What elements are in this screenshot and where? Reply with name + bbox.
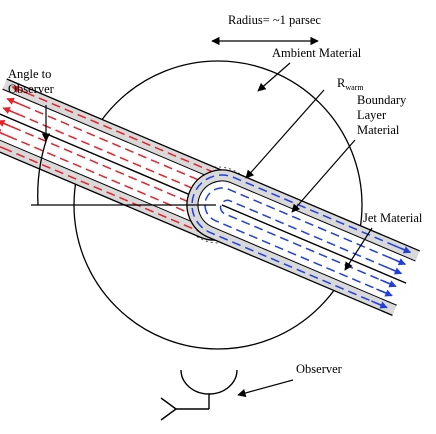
- observer-label: Observer: [296, 362, 343, 376]
- approaching-flow-arrow: [385, 266, 403, 275]
- boundary-label-line2: Layer: [357, 108, 387, 122]
- receding-flow-arrow: [6, 97, 24, 107]
- approaching-flow-arrow: [380, 279, 397, 288]
- receding-flow-arrow: [0, 141, 5, 150]
- angle-label-line2: Observer: [8, 82, 55, 96]
- receding-flow-arrow: [2, 107, 20, 116]
- rwarm-pointer-arrow: [245, 89, 325, 179]
- observer-telescope-icon: [160, 369, 238, 421]
- rwarm-subscript: warm: [345, 83, 364, 92]
- approaching-flow-line: [219, 199, 400, 287]
- boundary-pointer-arrow: [291, 139, 356, 213]
- approaching-axis-line: [221, 204, 407, 284]
- radius-label: Radius= ~1 parsec: [228, 13, 321, 27]
- approaching-flow-arrow: [376, 288, 393, 297]
- ambient-material-label: Ambient Material: [272, 46, 362, 60]
- boundary-label-line3: Material: [357, 123, 400, 137]
- angle-arc: [37, 137, 48, 206]
- jet-material-label: Jet Material: [363, 211, 423, 225]
- observer-pointer-arrow: [237, 379, 294, 398]
- jet-pointer-arrow: [344, 227, 373, 271]
- receding-axis-line: [0, 110, 215, 206]
- approaching-jet-core: [197, 180, 416, 306]
- approaching-flow-line: [191, 174, 409, 308]
- approaching-flow-line: [204, 187, 404, 296]
- approaching-jet: [186, 169, 421, 316]
- angle-label-line1: Angle to: [8, 67, 51, 81]
- approaching-flow-arrow: [394, 245, 412, 254]
- receding-flow-arrow: [0, 119, 14, 129]
- approaching-flow-arrow: [371, 300, 388, 309]
- rwarm-label: Rwarm: [337, 76, 364, 92]
- receding-flow-arrow: [11, 85, 29, 95]
- boundary-label-line1: Boundary: [357, 93, 407, 107]
- receding-flow-arrow: [0, 129, 10, 138]
- approaching-flow-arrow: [389, 257, 407, 266]
- ambient-pointer-arrow: [257, 62, 291, 92]
